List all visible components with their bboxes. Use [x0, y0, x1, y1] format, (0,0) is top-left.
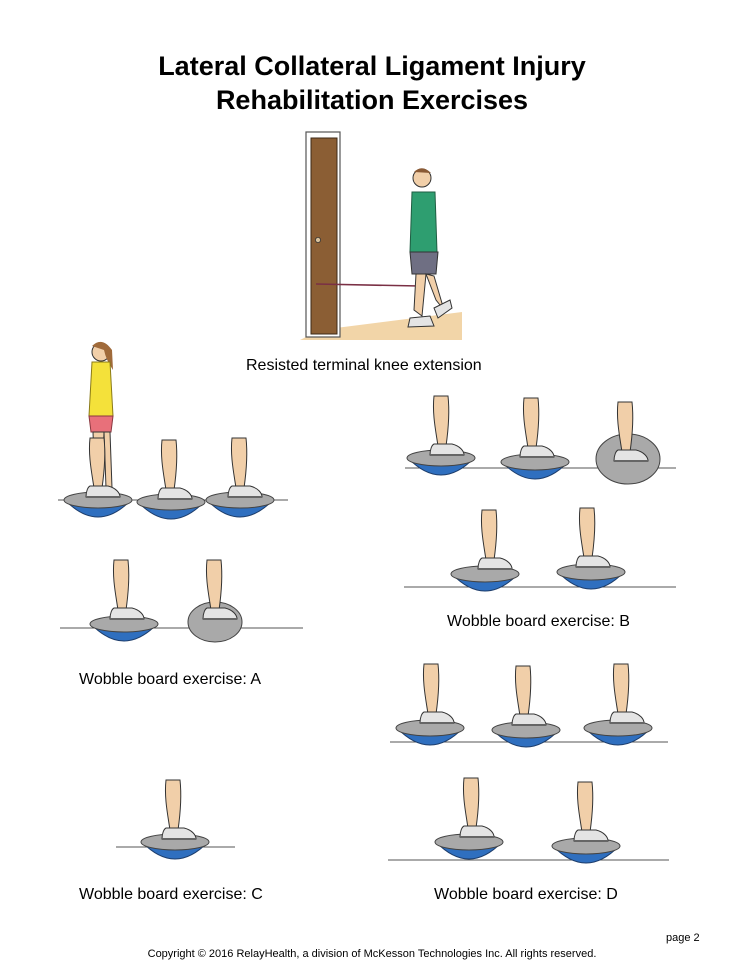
page-number: page 2	[666, 932, 700, 944]
wobble-b-illustration	[404, 395, 676, 592]
caption-wobble-c: Wobble board exercise: C	[79, 886, 263, 903]
caption-wobble-b: Wobble board exercise: B	[447, 613, 630, 630]
caption-wobble-a: Wobble board exercise: A	[79, 671, 262, 688]
door-icon	[310, 137, 338, 335]
wobble-d-illustration	[388, 663, 669, 864]
wobble-c-illustration	[116, 779, 235, 860]
wobble-a-illustration	[58, 341, 288, 520]
knee-extension-illustration	[300, 131, 462, 340]
caption-knee-extension: Resisted terminal knee extension	[246, 357, 482, 374]
resistance-band	[315, 283, 421, 287]
caption-wobble-d: Wobble board exercise: D	[434, 886, 618, 903]
wobble-a-second-row	[60, 559, 303, 643]
page-title-line-1: Lateral Collateral Ligament Injury	[158, 51, 586, 81]
page-title-line-2: Rehabilitation Exercises	[215, 85, 529, 115]
copyright-notice: Copyright © 2016 RelayHealth, a division…	[147, 948, 597, 960]
